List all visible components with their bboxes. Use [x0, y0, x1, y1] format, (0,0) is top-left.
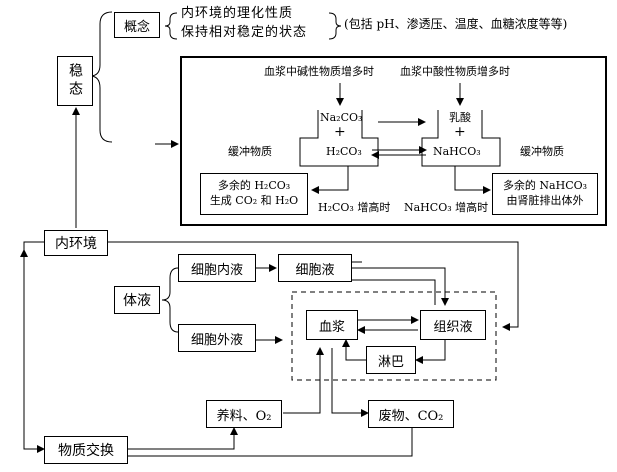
lactic-acid-label: 乳酸	[449, 111, 471, 124]
arrow-tissue-to-cell	[352, 279, 436, 305]
tissue-fluid-label: 组织液	[433, 319, 473, 335]
lymph-label: 淋巴	[377, 354, 404, 370]
excess-nahco3-line-1: 多余的 NaHCO₃	[502, 179, 588, 193]
arrow-nahco3-high	[454, 166, 491, 194]
steady-state-label: 稳态	[67, 63, 83, 99]
waste-box: 废物、CO₂	[368, 400, 454, 428]
nutrients-label: 养料、O₂	[216, 408, 272, 424]
steady-state-box: 稳态	[57, 56, 93, 106]
arrow-nutrients-to-plasma	[283, 347, 324, 414]
body-fluid-label: 体液	[123, 293, 151, 309]
nahco3-high-label: NaHCO₃ 增高时	[404, 201, 489, 214]
plasma-box: 血浆	[306, 310, 358, 340]
excess-nahco3-box: 多余的 NaHCO₃ 由肾脏排出体外	[492, 173, 598, 215]
na2co3-label: Na₂CO₃	[320, 111, 363, 124]
cell-fluid-box: 细胞液	[278, 254, 352, 282]
excess-h2co3-line-1: 多余的 H₂CO₃	[217, 179, 291, 193]
definition-line-1: 内环境的理化性质	[181, 6, 294, 21]
arrow-cell-to-tissue	[352, 267, 449, 306]
internal-env-label: 内环境	[55, 236, 97, 252]
tissue-fluid-box: 组织液	[420, 310, 486, 340]
excess-h2co3-line-2: 生成 CO₂ 和 H₂O	[209, 194, 299, 207]
body-fluid-brace	[161, 267, 179, 333]
plasma-label: 血浆	[318, 319, 345, 335]
lymph-box: 淋巴	[366, 346, 416, 374]
intracellular-label: 细胞内液	[190, 262, 243, 278]
h2co3-high-label: H₂CO₃ 增高时	[318, 201, 391, 214]
extracellular-box: 细胞外液	[178, 324, 256, 352]
buffer-panel	[180, 56, 607, 226]
acid-trigger: 血浆中酸性物质增多时	[400, 65, 510, 78]
right-pair-bracket	[421, 110, 501, 167]
concept-label: 概念	[123, 19, 150, 35]
exchange-box: 物质交换	[44, 436, 128, 464]
note-brace	[328, 12, 342, 40]
definition-note: (包括 pH、渗透压、温度、血糖浓度等等)	[344, 17, 568, 31]
arrow-lymph-to-plasma	[342, 339, 366, 361]
arrow-plasma-to-waste	[331, 348, 369, 417]
nahco3-label: NaHCO₃	[433, 145, 481, 158]
plus-left: +	[334, 124, 346, 140]
cell-fluid-label: 细胞液	[295, 262, 335, 278]
concept-brace	[164, 12, 178, 40]
definition-line-2: 保持相对稳定的状态	[181, 25, 308, 40]
exchange-label: 物质交换	[58, 443, 114, 459]
arrow-internal-to-region	[108, 241, 519, 331]
buffer-left-label: 缓冲物质	[228, 145, 272, 158]
h2co3-label: H₂CO₃	[326, 145, 362, 158]
extracellular-label: 细胞外液	[190, 332, 243, 348]
excess-nahco3-line-2: 由肾脏排出体外	[506, 194, 584, 207]
internal-env-region	[291, 291, 497, 381]
arrow-tissue-to-lymph	[415, 340, 446, 364]
alkali-trigger: 血浆中碱性物质增多时	[264, 65, 374, 78]
concept-box: 概念	[114, 12, 160, 38]
main-brace	[89, 11, 113, 143]
arrow-exchange-to-nutrients	[128, 427, 238, 450]
internal-env-box: 内环境	[44, 230, 108, 256]
nutrients-box: 养料、O₂	[206, 400, 282, 428]
excess-h2co3-box: 多余的 H₂CO₃ 生成 CO₂ 和 H₂O	[200, 173, 308, 215]
waste-label: 废物、CO₂	[378, 408, 444, 424]
left-pair-bracket	[299, 110, 379, 167]
arrow-h2co3-high	[311, 166, 349, 194]
buffer-right-label: 缓冲物质	[520, 145, 564, 158]
loop-internal-exchange	[23, 241, 45, 453]
arrow-waste-to-exchange	[128, 428, 413, 457]
body-fluid-box: 体液	[114, 286, 160, 314]
plus-right: +	[454, 124, 466, 140]
intracellular-box: 细胞内液	[178, 254, 256, 282]
